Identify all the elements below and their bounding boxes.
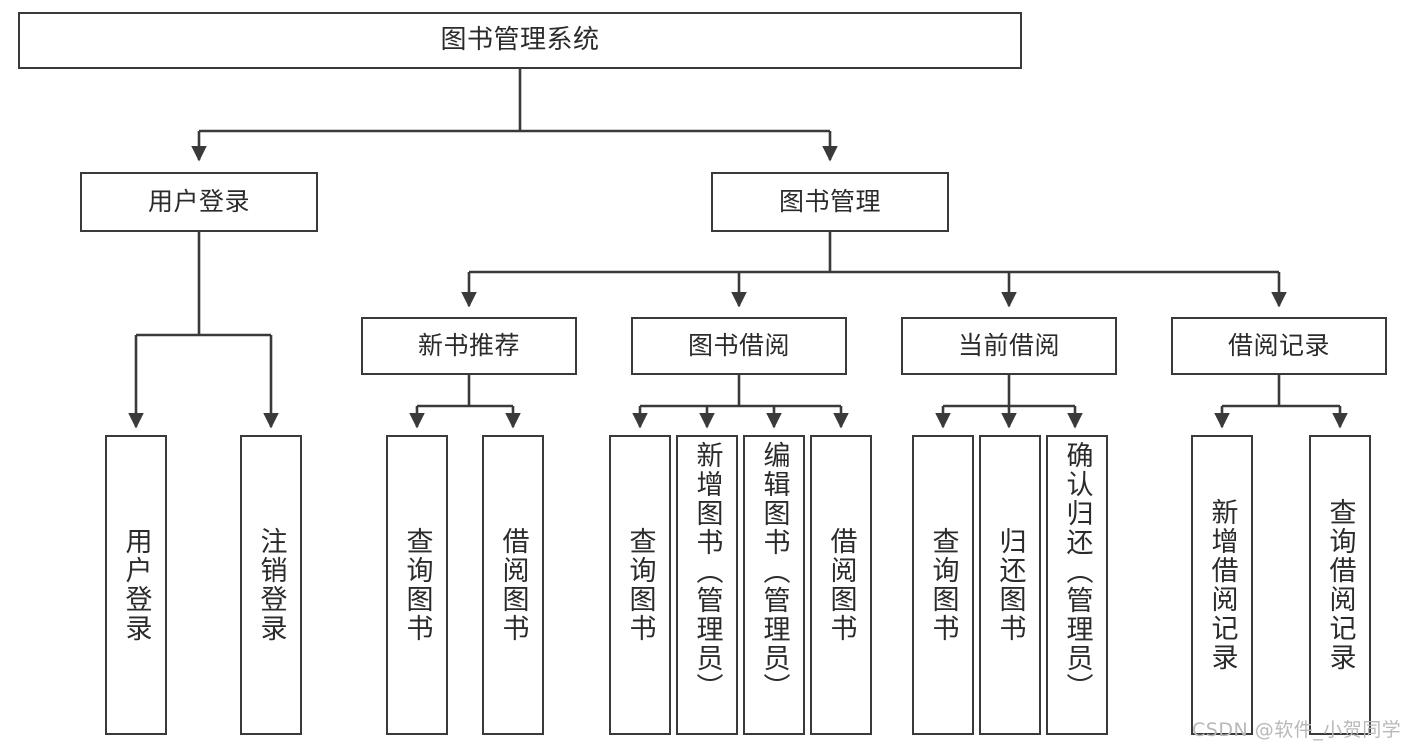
node-label: 查询借阅记录 [1324, 498, 1356, 672]
node-label: 归还图书 [994, 527, 1026, 643]
node-label: 编辑图书（管理员） [758, 441, 790, 702]
node-label: 查询图书 [624, 527, 656, 643]
node-leaf-query-book-borrow[interactable]: 查询图书 [609, 435, 671, 735]
node-root-book-management-system[interactable]: 图书管理系统 [18, 12, 1022, 69]
node-label: 借阅图书 [497, 527, 529, 643]
node-leaf-query-book-current[interactable]: 查询图书 [912, 435, 974, 735]
node-new-book-recommend[interactable]: 新书推荐 [361, 317, 577, 375]
node-leaf-borrow-book[interactable]: 借阅图书 [810, 435, 872, 735]
node-user-login[interactable]: 用户登录 [80, 172, 318, 232]
node-label: 新增借阅记录 [1206, 498, 1238, 672]
node-leaf-query-borrow-record[interactable]: 查询借阅记录 [1309, 435, 1371, 735]
node-label: 注销登录 [255, 527, 287, 643]
node-leaf-add-book[interactable]: 新增图书（管理员） [676, 435, 738, 735]
node-leaf-user-logout[interactable]: 注销登录 [240, 435, 302, 735]
node-leaf-return-book[interactable]: 归还图书 [979, 435, 1041, 735]
node-leaf-borrow-book-recommend[interactable]: 借阅图书 [482, 435, 544, 735]
node-label: 图书管理 [778, 186, 881, 216]
csdn-watermark: CSDN @软件_小贺同学 [1192, 719, 1402, 741]
node-label: 图书借阅 [687, 330, 790, 360]
node-label: 查询图书 [401, 527, 433, 643]
node-label: 确认归还（管理员） [1061, 441, 1093, 702]
node-leaf-edit-book[interactable]: 编辑图书（管理员） [743, 435, 805, 735]
node-label: 借阅记录 [1227, 330, 1330, 360]
node-label: 新增图书（管理员） [691, 441, 723, 702]
node-label: 图书管理系统 [440, 24, 600, 55]
node-leaf-add-borrow-record[interactable]: 新增借阅记录 [1191, 435, 1253, 735]
node-label: 查询图书 [927, 527, 959, 643]
node-label: 用户登录 [147, 186, 250, 216]
node-label: 当前借阅 [957, 330, 1060, 360]
node-leaf-query-book-recommend[interactable]: 查询图书 [386, 435, 448, 735]
node-label: 借阅图书 [825, 527, 857, 643]
node-leaf-user-login[interactable]: 用户登录 [105, 435, 167, 735]
node-label: 新书推荐 [417, 330, 520, 360]
node-borrow-record[interactable]: 借阅记录 [1171, 317, 1387, 375]
node-label: 用户登录 [120, 527, 152, 643]
node-current-borrow[interactable]: 当前借阅 [901, 317, 1117, 375]
node-book-management[interactable]: 图书管理 [711, 172, 949, 232]
node-book-borrow[interactable]: 图书借阅 [631, 317, 847, 375]
node-leaf-confirm-return[interactable]: 确认归还（管理员） [1046, 435, 1108, 735]
